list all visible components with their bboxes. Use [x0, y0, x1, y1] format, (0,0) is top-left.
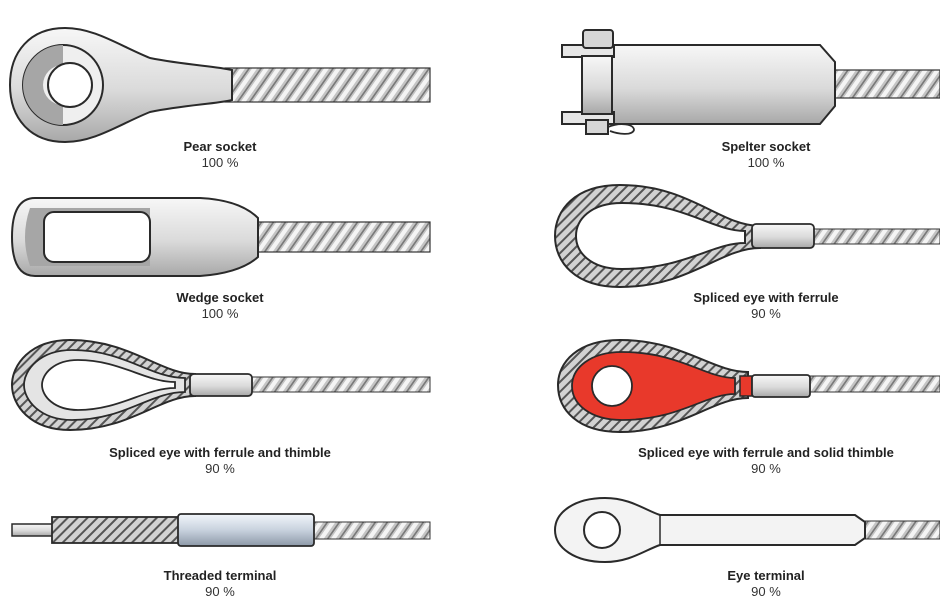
- caption-spliced-eye-ferrule: Spliced eye with ferrule 90 %: [536, 290, 940, 322]
- termination-efficiency: 100 %: [201, 306, 239, 321]
- caption-spliced-eye-thimble: Spliced eye with ferrule and thimble 90 …: [0, 445, 450, 477]
- termination-name: Spelter socket: [721, 139, 811, 154]
- termination-name: Spliced eye with ferrule: [693, 290, 839, 305]
- spliced-eye-ferrule-icon: [553, 183, 940, 289]
- spelter-socket-icon: [561, 29, 940, 135]
- termination-efficiency: 90 %: [751, 306, 781, 321]
- termination-name: Wedge socket: [176, 290, 264, 305]
- termination-efficiency: 90 %: [205, 584, 235, 599]
- caption-threaded-terminal: Threaded terminal 90 %: [0, 568, 450, 600]
- caption-eye-terminal: Eye terminal 90 %: [536, 568, 940, 600]
- caption-spliced-eye-solid-thimble: Spliced eye with ferrule and solid thimb…: [536, 445, 940, 477]
- termination-name: Spliced eye with ferrule and solid thimb…: [638, 445, 894, 460]
- termination-name: Eye terminal: [727, 568, 805, 583]
- caption-spelter-socket: Spelter socket 100 %: [536, 139, 940, 171]
- termination-name: Threaded terminal: [163, 568, 277, 583]
- termination-efficiency: 90 %: [751, 461, 781, 476]
- termination-name: Pear socket: [183, 139, 257, 154]
- termination-efficiency: 90 %: [751, 584, 781, 599]
- termination-name: Spliced eye with ferrule and thimble: [109, 445, 331, 460]
- spliced-eye-thimble-icon: [10, 338, 431, 432]
- eye-terminal-icon: [553, 496, 940, 564]
- pear-socket-icon: [8, 26, 431, 144]
- termination-efficiency: 90 %: [205, 461, 235, 476]
- threaded-terminal-icon: [11, 513, 431, 547]
- caption-wedge-socket: Wedge socket 100 %: [0, 290, 450, 322]
- spliced-eye-solid-thimble-icon: [556, 338, 940, 434]
- termination-efficiency: 100 %: [201, 155, 239, 170]
- caption-pear-socket: Pear socket 100 %: [0, 139, 450, 171]
- wedge-socket-icon: [10, 197, 431, 277]
- termination-efficiency: 100 %: [747, 155, 785, 170]
